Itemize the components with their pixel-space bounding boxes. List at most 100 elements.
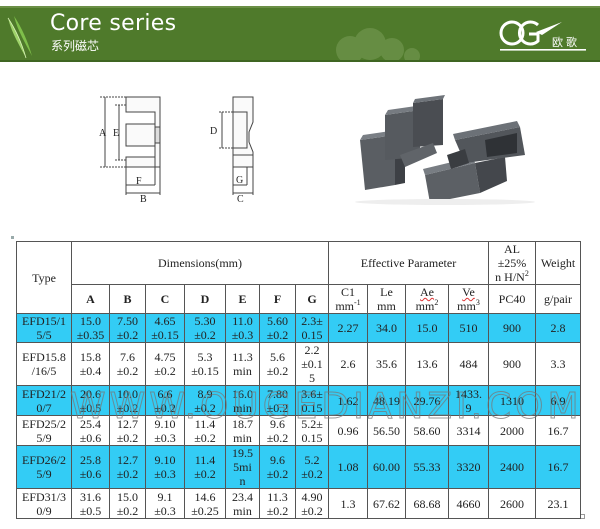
page-title: Core series (50, 11, 177, 36)
subheader-f: F (259, 284, 296, 314)
cell-f: 9.6±0.2 (259, 445, 296, 489)
cell-f: 5.6±0.2 (259, 342, 296, 386)
cell-b: 15.0±0.2 (109, 488, 146, 519)
cell-ae: 29.76 (405, 385, 449, 416)
cell-weight: 16.7 (535, 445, 581, 489)
cell-c: 6.6±0.2 (145, 385, 185, 416)
cell-c1: 2.27 (328, 313, 368, 343)
logo-text: 欧歌 (552, 36, 580, 49)
cell-al: 900 (488, 342, 536, 386)
cell-weight: 6.9 (535, 385, 581, 416)
cell-weight: 2.8 (535, 313, 581, 343)
cell-le: 67.62 (367, 488, 406, 519)
subheader-pc40: PC40 (488, 284, 536, 314)
cell-al: 1310 (488, 385, 536, 416)
subheader-b: B (109, 284, 146, 314)
cell-c1: 1.08 (328, 445, 368, 489)
cell-a: 25.8±0.6 (71, 445, 110, 489)
cell-b: 12.7±0.2 (109, 415, 146, 446)
cell-al: 2000 (488, 415, 536, 446)
cell-a: 15.8±0.4 (71, 342, 110, 386)
cell-g: 4.90±0.2 (295, 488, 329, 519)
banner-top-border (0, 6, 600, 8)
header-type: Type (16, 241, 72, 314)
subheader-d: D (184, 284, 226, 314)
cell-ve: 3320 (448, 445, 489, 489)
page-subtitle: 系列磁芯 (51, 39, 100, 53)
leaf-icon (7, 16, 32, 59)
cell-c1: 2.6 (328, 342, 368, 386)
cell-ae: 13.6 (405, 342, 449, 386)
cell-d: 5.3±0.15 (184, 342, 226, 386)
label-g: G (236, 175, 243, 186)
cell-le: 34.0 (367, 313, 406, 343)
cell-ae: 55.33 (405, 445, 449, 489)
cell-f: 7.80±0.2 (259, 385, 296, 416)
label-c: C (237, 194, 244, 202)
subheader-c: C (145, 284, 185, 314)
header-al: AL ±25% n H/N2 (488, 241, 536, 285)
cell-le: 35.6 (367, 342, 406, 386)
cell-d: 14.6±0.25 (184, 488, 226, 519)
cell-weight: 23.1 (535, 488, 581, 519)
cell-le: 60.00 (367, 445, 406, 489)
cell-b: 10.0±0.2 (109, 385, 146, 416)
cell-al: 2400 (488, 445, 536, 489)
cell-ve: 3314 (448, 415, 489, 446)
cell-ve: 4660 (448, 488, 489, 519)
banner-bottom-border (0, 60, 600, 62)
cell-g: 5.2±0.2 (295, 445, 329, 489)
subheader-gpair: g/pair (535, 284, 581, 314)
cell-ve: 1433.9 (448, 385, 489, 416)
cell-ae: 68.68 (405, 488, 449, 519)
table-resize-handle[interactable] (580, 514, 585, 519)
core-front-view-drawing: A E F B (99, 96, 161, 202)
cell-b: 7.50±0.2 (109, 313, 146, 343)
cell-type: EFD15.8/16/5 (16, 342, 72, 386)
cell-al: 900 (488, 313, 536, 343)
core-side-view-drawing: D G C (210, 96, 254, 202)
label-a: A (99, 128, 107, 139)
subheader-e: E (225, 284, 260, 314)
header-banner: Core series 系列磁芯 欧歌 (0, 6, 600, 62)
subheader-g: G (295, 284, 329, 314)
cell-ve: 510 (448, 313, 489, 343)
subheader-c1: C1 mm-1 (328, 284, 368, 314)
cell-b: 12.7±0.2 (109, 445, 146, 489)
cell-d: 11.4±0.2 (184, 445, 226, 489)
cell-al: 2600 (488, 488, 536, 519)
header-dimensions: Dimensions(mm) (71, 241, 329, 285)
cell-g: 3.6±0.15 (295, 385, 329, 416)
label-b: B (140, 194, 147, 202)
cell-d: 5.30±0.2 (184, 313, 226, 343)
subheader-le: Le mm (367, 284, 406, 314)
cell-weight: 3.3 (535, 342, 581, 386)
cell-a: 15.0±0.35 (71, 313, 110, 343)
cell-weight: 16.7 (535, 415, 581, 446)
header-effective-parameter: Effective Parameter (328, 241, 489, 285)
product-photo (355, 95, 535, 205)
subheader-ae: Ae mm2 (405, 284, 449, 314)
cell-c: 9.10±0.3 (145, 415, 185, 446)
company-logo-icon (499, 20, 586, 51)
cell-a: 20.6±0.5 (71, 385, 110, 416)
cell-d: 11.4±0.2 (184, 415, 226, 446)
cell-c1: 1.3 (328, 488, 368, 519)
cell-f: 9.6±0.2 (259, 415, 296, 446)
header-weight: Weight (535, 241, 581, 285)
